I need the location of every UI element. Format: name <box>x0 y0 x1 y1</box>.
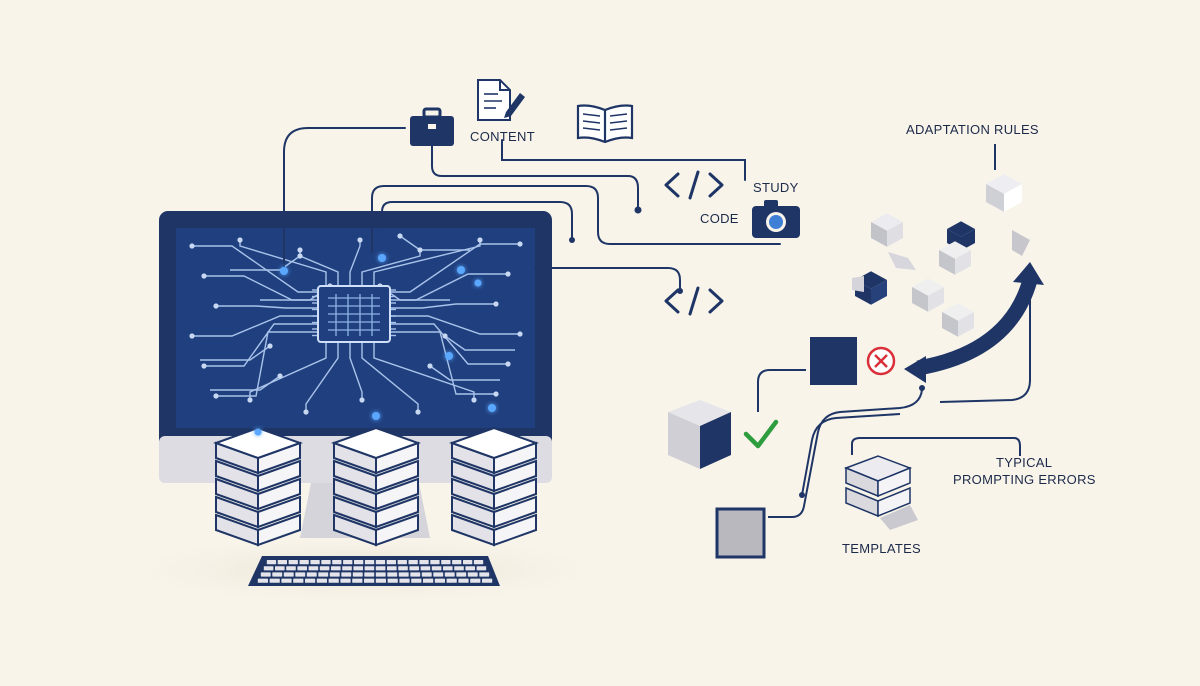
error-x-icon <box>866 346 896 376</box>
cube <box>871 213 903 247</box>
document-pen-icon <box>477 79 525 121</box>
connector-end <box>919 385 925 391</box>
connector-lines <box>283 127 781 291</box>
code-icon <box>664 286 724 316</box>
label-study: STUDY <box>753 180 799 195</box>
connector-lines <box>768 295 1031 518</box>
error-block <box>810 337 857 385</box>
briefcase-icon <box>410 107 454 146</box>
connector-end <box>634 206 642 214</box>
camera-icon <box>752 200 800 238</box>
label-prompting-errors: PROMPTING ERRORS <box>953 472 1096 487</box>
label-templates: TEMPLATES <box>842 541 922 556</box>
label-typical: TYPICAL <box>996 455 1053 470</box>
cube <box>939 241 971 275</box>
cube <box>912 278 944 312</box>
glowing-nodes <box>254 254 496 436</box>
label-content: CONTENT <box>470 129 535 144</box>
curved-arrow-icon <box>904 262 1044 383</box>
circuit-traces <box>192 235 520 412</box>
check-icon <box>743 419 779 449</box>
cpu-chip-icon <box>317 285 391 343</box>
connector-end <box>799 492 805 498</box>
connector-line <box>757 369 806 412</box>
templates-stack-icon <box>843 455 918 530</box>
label-code: CODE <box>700 211 739 226</box>
adaptation-rules-cube <box>986 174 1022 212</box>
code-icon <box>664 170 724 200</box>
cube <box>942 303 974 337</box>
keyboard-icon <box>248 556 500 586</box>
circuit-nodes <box>189 233 523 415</box>
label-adaptation-rules: ADAPTATION RULES <box>906 122 1039 137</box>
success-cube <box>668 400 731 469</box>
connector-end <box>569 237 575 243</box>
template-block <box>715 507 766 559</box>
server-stack-icon <box>331 426 421 547</box>
server-stack-icon <box>213 426 303 547</box>
open-book-icon <box>576 104 634 144</box>
server-stack-icon <box>449 426 539 547</box>
